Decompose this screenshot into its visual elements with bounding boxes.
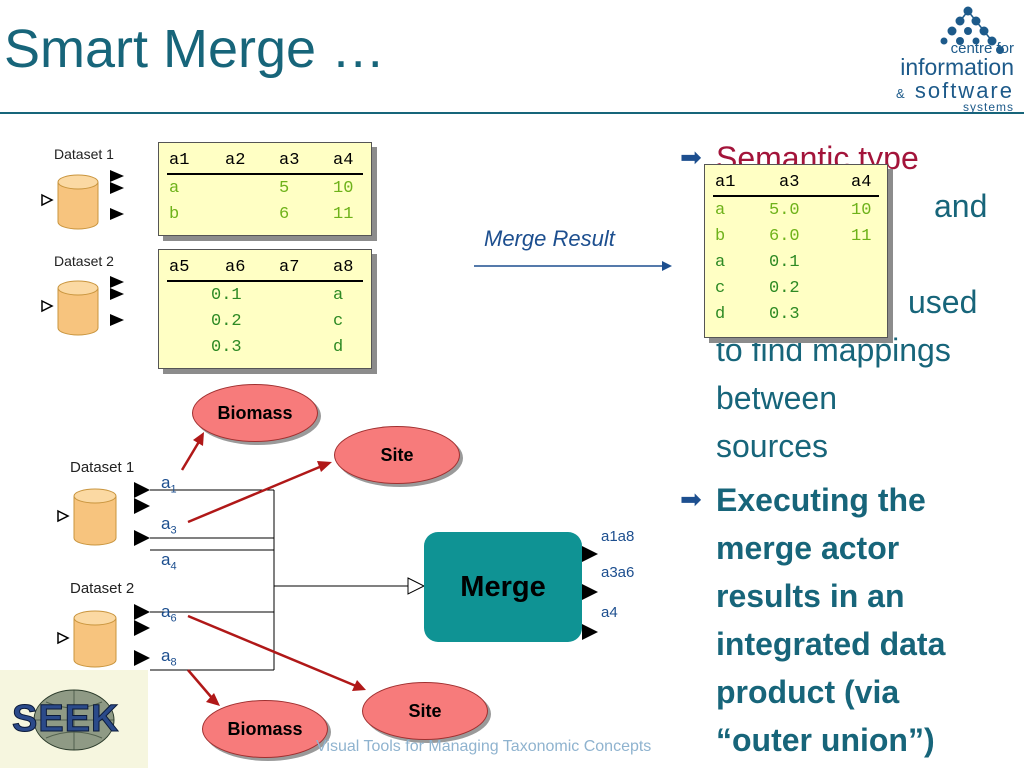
- logo-amp: &: [896, 86, 907, 101]
- dataset1-label-top: Dataset 1: [54, 146, 114, 162]
- table-cell: b: [169, 205, 180, 224]
- table-cell: 11: [851, 227, 872, 246]
- table-cell: d: [715, 305, 726, 324]
- table-header: a1: [715, 173, 736, 192]
- table-header: a5: [169, 258, 190, 277]
- slide-title: Smart Merge …: [4, 19, 386, 79]
- title-underline: [0, 112, 1024, 114]
- table-cell: 5.0: [769, 201, 800, 220]
- table-cell: a: [715, 201, 726, 220]
- concept-site-bottom: Site: [362, 682, 488, 740]
- table-cell: 11: [333, 205, 354, 224]
- table-header: a3: [279, 151, 300, 170]
- table-header: a4: [851, 173, 872, 192]
- output-port-label: a3a6: [601, 564, 635, 581]
- table-cell: b: [715, 227, 726, 246]
- table-header: a1: [169, 151, 190, 170]
- table-cell: 6: [279, 205, 290, 224]
- bullet-1-line: used: [908, 284, 978, 320]
- bullet-1-line: between: [716, 380, 837, 416]
- header-rule: [713, 195, 879, 197]
- table-cell: c: [715, 279, 726, 298]
- table-header: a3: [779, 173, 800, 192]
- logo-line1: centre for: [950, 40, 1014, 57]
- bullet-2-line: Executing the: [716, 482, 926, 518]
- logo-line3: software: [914, 78, 1014, 103]
- table-merge-result: a1 a3 a4 a 5.0 10 b 6.0 11 a 0.1 c 0.2 d…: [704, 164, 888, 338]
- logo-line4: systems: [962, 100, 1014, 114]
- database-icon: [57, 488, 117, 546]
- port-label: a1: [161, 473, 177, 496]
- table-cell: a: [333, 286, 344, 305]
- port-label: a8: [161, 646, 177, 669]
- table-cell: a: [715, 253, 726, 272]
- table-cell: a: [169, 179, 180, 198]
- table-cell: d: [333, 338, 344, 357]
- merge-result-arrow: [474, 261, 672, 271]
- merge-result-label: Merge Result: [484, 226, 615, 251]
- footer-text: Visual Tools for Managing Taxonomic Conc…: [316, 738, 652, 755]
- seek-text: SEEK: [11, 698, 120, 741]
- table-cell: 0.1: [769, 253, 800, 272]
- bullet-2-line: “outer union”): [716, 722, 935, 758]
- dataset2-label-top: Dataset 2: [54, 253, 114, 269]
- table-cell: 0.1: [211, 286, 242, 305]
- globe-icon: [33, 689, 115, 751]
- concept-biomass-bottom: Biomass: [202, 700, 328, 758]
- output-port-label: a4: [601, 604, 618, 621]
- header-rule: [167, 173, 363, 175]
- bullet-2-line: product (via: [716, 674, 900, 710]
- database-icon: [57, 610, 117, 668]
- port-label: a6: [161, 602, 177, 625]
- cis-logo: centre for information & software system…: [884, 4, 1014, 114]
- table-cell: 0.3: [769, 305, 800, 324]
- bullet-2: Executing the merge actor results in an …: [716, 476, 1016, 764]
- database-icon: [57, 174, 99, 230]
- table-dataset1: a1 a2 a3 a4 a 5 10 b 6 11: [158, 142, 372, 236]
- bullet-2-line: integrated data: [716, 626, 946, 662]
- table-header: a2: [225, 151, 246, 170]
- concept-biomass-top: Biomass: [192, 384, 318, 442]
- table-cell: 10: [851, 201, 872, 220]
- table-cell: 10: [333, 179, 354, 198]
- port-label: a3: [161, 514, 177, 537]
- table-header: a4: [333, 151, 354, 170]
- bullet-arrow-icon: ➡: [680, 142, 702, 172]
- table-cell: 5: [279, 179, 290, 198]
- bullet-2-line: merge actor: [716, 530, 900, 566]
- bottom-diagram-lines: [57, 432, 598, 706]
- output-port-label: a1a8: [601, 528, 635, 545]
- dataset1-label-bottom: Dataset 1: [70, 459, 135, 476]
- bullet-1-line: to find mappings: [716, 332, 951, 368]
- bullet-1-line: and: [934, 188, 988, 224]
- table-header: a7: [279, 258, 300, 277]
- table-cell: 0.3: [211, 338, 242, 357]
- logo-line2: information: [900, 54, 1014, 80]
- merge-actor[interactable]: Merge: [424, 532, 582, 642]
- table-header: a6: [225, 258, 246, 277]
- table-cell: 0.2: [211, 312, 242, 331]
- table-cell: 6.0: [769, 227, 800, 246]
- dataset2-label-bottom: Dataset 2: [70, 580, 135, 597]
- table-cell: c: [333, 312, 344, 331]
- bullet-arrow-icon: ➡: [680, 484, 702, 514]
- header-rule: [167, 280, 363, 282]
- network-dots-icon: [940, 6, 1004, 54]
- seek-logo: SEEK: [0, 670, 148, 768]
- bullet-1-line: sources: [716, 428, 829, 464]
- table-header: a8: [333, 258, 354, 277]
- concept-site-top: Site: [334, 426, 460, 484]
- port-label: a4: [161, 550, 177, 573]
- top-dataset-icons: [41, 170, 124, 336]
- table-cell: 0.2: [769, 279, 800, 298]
- database-icon: [41, 276, 124, 336]
- bullet-2-line: results in an: [716, 578, 905, 614]
- table-dataset2: a5 a6 a7 a8 0.1 a 0.2 c 0.3 d: [158, 249, 372, 369]
